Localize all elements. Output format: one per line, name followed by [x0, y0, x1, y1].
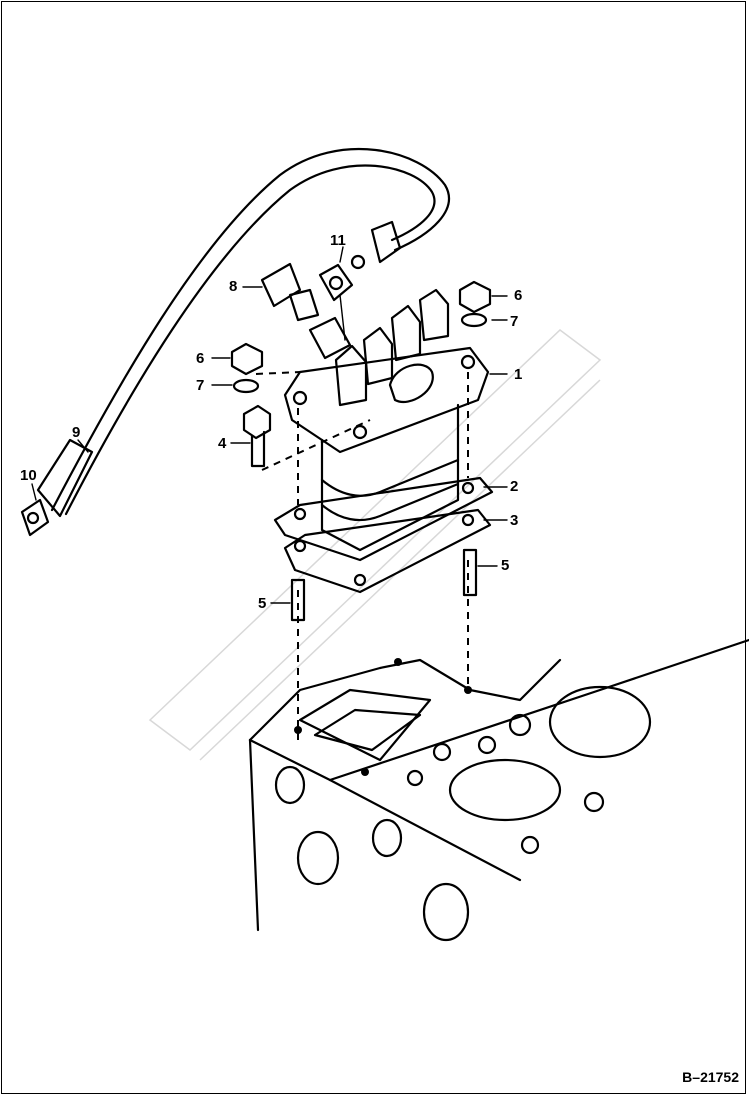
callout-5-left: 5 — [258, 595, 267, 612]
bolt — [242, 404, 272, 468]
assembly-guides — [255, 371, 469, 740]
studs — [290, 548, 478, 622]
banjo-bolt — [318, 263, 354, 302]
watermark — [148, 329, 602, 761]
callout-11: 11 — [330, 232, 346, 249]
callout-5-right: 5 — [501, 557, 510, 574]
callout-8: 8 — [229, 278, 238, 295]
callout-7-left: 7 — [196, 377, 205, 394]
callout-7-right: 7 — [510, 313, 519, 330]
nuts-and-washers — [230, 280, 492, 394]
callout-2: 2 — [510, 478, 519, 495]
hose-clamp — [20, 498, 50, 537]
callout-1: 1 — [514, 366, 523, 383]
callout-6-right: 6 — [514, 287, 523, 304]
spacer-plate — [283, 508, 492, 594]
leader-lines — [31, 246, 508, 604]
gasket — [273, 476, 494, 562]
callout-9: 9 — [72, 424, 81, 441]
hose-fitting — [350, 220, 402, 270]
callout-10: 10 — [20, 467, 37, 484]
callout-3: 3 — [510, 512, 519, 529]
callout-6-left: 6 — [196, 350, 205, 367]
bleeder-fitting — [260, 262, 352, 360]
injection-pump — [283, 288, 490, 552]
figure-code: B–21752 — [682, 1069, 739, 1085]
fuel-hose — [36, 147, 451, 518]
callout-4: 4 — [218, 435, 227, 452]
engine-block — [248, 638, 749, 942]
